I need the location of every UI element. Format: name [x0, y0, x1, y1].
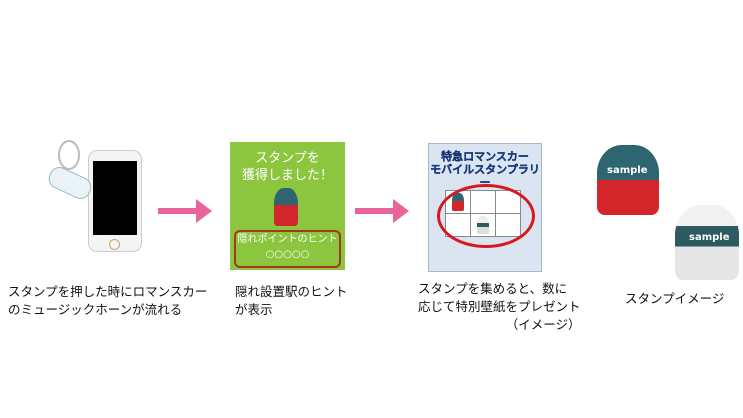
caption-line: 応じて特別壁紙をプレゼント [418, 299, 581, 314]
rally-title-line1: 特急ロマンスカー [441, 150, 529, 163]
hint-value: ○○○○○ [265, 249, 310, 260]
hint-box: 隠れポイントのヒント ○○○○○ [234, 230, 341, 268]
rally-title-line2: モバイルスタンプラリー [430, 163, 540, 189]
caption-line: が表示 [235, 302, 273, 317]
home-button [109, 239, 120, 250]
caption-step4: スタンプイメージ [625, 290, 724, 308]
caption-line: スタンプイメージ [625, 291, 725, 306]
red-train-stamp: sample [597, 145, 659, 215]
stamp-acquired-screen: スタンプを 獲得しました！ 隠れポイントのヒント ○○○○○ [230, 142, 345, 270]
smartphone-image [88, 150, 142, 252]
caption-line: （イメージ） [505, 317, 581, 332]
hint-label: 隠れポイントのヒント [237, 234, 338, 245]
highlight-ring [437, 184, 535, 248]
screen-title-line1: スタンプを [255, 151, 320, 166]
white-train-stamp: sample [675, 205, 739, 280]
stamp-label: sample [607, 165, 648, 176]
stamp-label: sample [689, 232, 730, 243]
screen-title-line2: 獲得しました！ [241, 168, 333, 183]
caption-line: スタンプを押した時にロマンスカー [8, 284, 208, 299]
phone-screen [93, 161, 137, 235]
caption-step2: 隠れ設置駅のヒント が表示 [235, 283, 348, 319]
caption-line: スタンプを集めると、数に [418, 281, 568, 296]
strap-icon [58, 140, 80, 170]
arrow-1 [158, 199, 212, 223]
caption-step1: スタンプを押した時にロマンスカー のミュージックホーンが流れる [8, 283, 207, 319]
stamp-rally-screen: 特急ロマンスカー モバイルスタンプラリー [428, 143, 542, 272]
caption-line: のミュージックホーンが流れる [8, 302, 183, 317]
caption-line: 隠れ設置駅のヒント [235, 284, 348, 299]
caption-step3: スタンプを集めると、数に 応じて特別壁紙をプレゼント （イメージ） [418, 280, 581, 334]
train-stamp-icon [274, 188, 298, 226]
arrow-2 [355, 199, 409, 223]
